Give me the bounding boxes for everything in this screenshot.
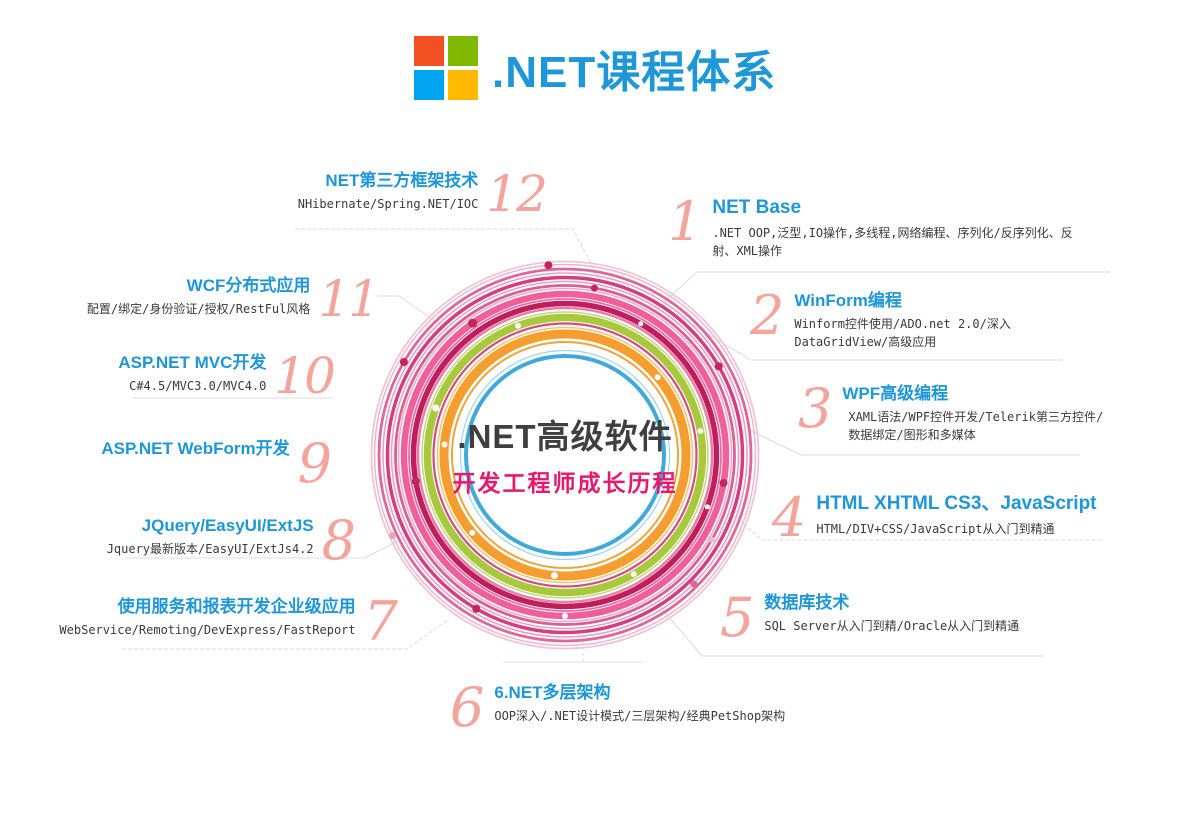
page-title: .NET课程体系 — [492, 48, 777, 97]
item-desc: C#4.5/MVC3.0/MVC4.0 — [129, 379, 267, 394]
item-number: 3 — [798, 377, 833, 440]
item-number: 10 — [274, 347, 336, 405]
item-title: ASP.NET WebForm开发 — [101, 439, 290, 458]
course-item-3: 3 WPF高级编程 XAML语法/WPF控件开发/Telerik第三方控件/数据… — [798, 377, 1112, 444]
item-desc: 配置/绑定/身份验证/授权/RestFul风格 — [86, 302, 311, 317]
item-desc: HTML/DIV+CSS/JavaScript从入门到精通 — [816, 521, 1055, 536]
item-title: ASP.NET MVC开发 — [118, 353, 267, 372]
item-title: JQuery/EasyUI/ExtJS — [141, 516, 314, 535]
item-title: 6.NET多层架构 — [494, 683, 611, 702]
course-item-2: 2 WinForm编程 Winform控件使用/ADO.net 2.0/深入Da… — [750, 284, 1096, 351]
course-item-7: 使用服务和报表开发企业级应用 WebService/Remoting/DevEx… — [59, 590, 398, 653]
course-item-1: 1 NET Base .NET OOP,泛型,IO操作,多线程,网络编程、序列化… — [668, 190, 1090, 260]
item-number: 7 — [363, 590, 398, 653]
center-subtitle: 开发工程师成长历程 — [452, 470, 678, 496]
item-number: 6 — [450, 676, 485, 739]
page-header: .NET课程体系 — [414, 36, 776, 100]
item-desc: OOP深入/.NET设计模式/三层架构/经典PetShop架构 — [494, 709, 786, 724]
item-number: 8 — [321, 509, 356, 572]
item-desc: Jquery最新版本/EasyUI/ExtJs4.2 — [106, 542, 314, 557]
course-item-8: JQuery/EasyUI/ExtJS Jquery最新版本/EasyUI/Ex… — [106, 509, 356, 572]
item-desc: SQL Server从入门到精/Oracle从入门到精通 — [764, 619, 1020, 634]
course-item-9: ASP.NET WebForm开发 9 — [101, 432, 332, 495]
item-number: 9 — [297, 432, 332, 495]
logo-square-yellow — [448, 70, 478, 100]
item-number: 5 — [720, 586, 755, 649]
logo-square-blue — [414, 70, 444, 100]
item-title: WinForm编程 — [794, 291, 902, 310]
item-title: NET Base — [712, 197, 802, 218]
course-item-11: WCF分布式应用 配置/绑定/身份验证/授权/RestFul风格 11 — [86, 270, 380, 328]
course-item-10: ASP.NET MVC开发 C#4.5/MVC3.0/MVC4.0 10 — [118, 347, 336, 405]
course-item-4: 4 HTML XHTML CS3、JavaScript HTML/DIV+CSS… — [772, 486, 1097, 549]
center-title: .NET高级软件 — [457, 418, 673, 455]
center-label: .NET高级软件 开发工程师成长历程 — [415, 410, 715, 498]
item-title: WPF高级编程 — [842, 384, 949, 403]
item-number: 4 — [772, 486, 807, 549]
item-title: NET第三方框架技术 — [325, 171, 479, 190]
concentric-rings — [370, 260, 760, 650]
item-number: 11 — [318, 270, 380, 328]
course-item-5: 5 数据库技术 SQL Server从入门到精/Oracle从入门到精通 — [720, 586, 1020, 649]
connector-lines — [122, 228, 1110, 663]
item-title: 使用服务和报表开发企业级应用 — [117, 597, 356, 616]
item-title: 数据库技术 — [764, 593, 850, 612]
logo-square-green — [448, 36, 478, 66]
center-disc — [469, 359, 661, 551]
item-desc: Winform控件使用/ADO.net 2.0/深入DataGridView/高… — [794, 317, 1011, 350]
course-item-6: 6 6.NET多层架构 OOP深入/.NET设计模式/三层架构/经典PetSho… — [450, 676, 786, 739]
course-item-12: NET第三方框架技术 NHibernate/Spring.NET/IOC 12 — [297, 165, 548, 223]
item-desc: WebService/Remoting/DevExpress/FastRepor… — [59, 623, 356, 638]
item-title: WCF分布式应用 — [186, 276, 311, 295]
item-desc: XAML语法/WPF控件开发/Telerik第三方控件/数据绑定/图形和多媒体 — [848, 410, 1104, 443]
item-title: HTML XHTML CS3、JavaScript — [816, 493, 1097, 514]
item-number: 12 — [486, 165, 548, 223]
item-desc: .NET OOP,泛型,IO操作,多线程,网络编程、序列化/反序列化、反射、XM… — [712, 225, 1073, 258]
microsoft-logo-icon — [414, 36, 478, 100]
item-desc: NHibernate/Spring.NET/IOC — [297, 197, 479, 212]
logo-square-red — [414, 36, 444, 66]
item-number: 1 — [668, 190, 703, 253]
item-number: 2 — [750, 284, 785, 347]
